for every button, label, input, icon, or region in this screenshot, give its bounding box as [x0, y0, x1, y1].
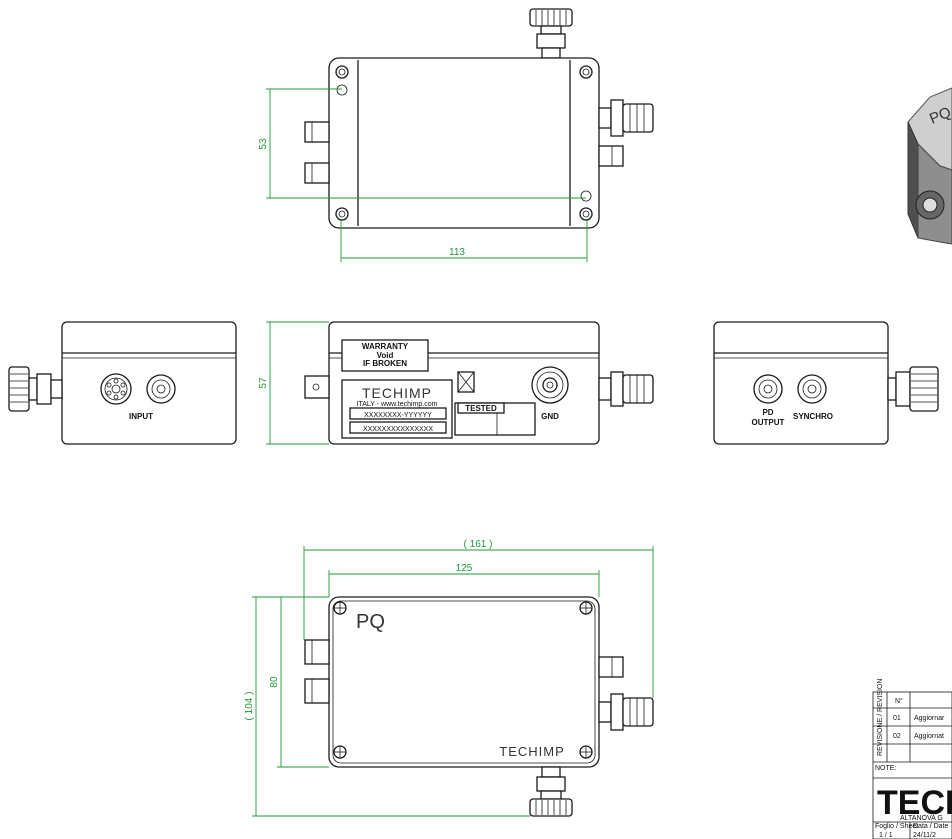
tb-row2-desc: Aggiornat: [914, 733, 944, 740]
dim-bottom-overall-height: ( 104 ): [244, 692, 255, 721]
pd-output-bnc-connector: [753, 374, 783, 404]
bottom-view: PQ TECHIMP: [244, 539, 654, 817]
warranty-line2: Void: [377, 351, 394, 360]
tb-row1-desc: Aggiornar: [914, 715, 945, 722]
tb-date-label: Data / Date: [913, 823, 949, 830]
dim-bottom-overall: ( 161 ): [464, 539, 493, 550]
top-view-right-connectors: [598, 99, 654, 167]
bottom-view-dimensions: [252, 546, 654, 817]
tb-logo-sub: ALTANOVA G: [900, 815, 943, 822]
dim-front-height: 57: [258, 377, 269, 389]
tb-row2-n: 02: [893, 733, 901, 740]
serial-line1: XXXXXXXX-YYYYYY: [364, 412, 432, 419]
tested-label: TESTED: [465, 404, 497, 413]
top-view-connector-knob: [529, 8, 573, 59]
right-side-view: PD OUTPUT SYNCHRO: [713, 321, 939, 445]
tb-rev-header: N°: [895, 697, 903, 705]
gnd-connector: [531, 366, 569, 404]
warranty-line1: WARRANTY: [362, 342, 409, 351]
bottom-brand: TECHIMP: [499, 744, 565, 759]
dim-bottom-width: 125: [456, 563, 473, 574]
top-view-dimensions: [266, 88, 588, 262]
tb-revision-side: REVISIONE / REVISION: [877, 679, 884, 756]
iso-model-label: PQ: [927, 104, 952, 128]
tb-row1-n: 01: [893, 715, 901, 722]
tb-note: NOTE:: [875, 765, 896, 772]
title-block: REVISIONE / REVISION N° 01 Aggiornar 02 …: [872, 679, 952, 839]
bottom-model-label: PQ: [356, 611, 385, 633]
input-multipin-connector: [100, 373, 132, 405]
tb-date-value: 24/11/2: [913, 832, 936, 839]
pd-output-label-1: PD: [762, 408, 773, 417]
top-view: 113 53: [258, 8, 654, 262]
input-label: INPUT: [129, 412, 153, 421]
serial-line2: XXXXXXXXXXXXXXX: [363, 426, 433, 433]
dim-top-width: 113: [449, 247, 465, 258]
tb-sheet-label: Foglio / Sheet: [875, 823, 918, 830]
gnd-label: GND: [541, 412, 559, 421]
front-brand: TECHIMP: [362, 385, 432, 401]
front-brand-sub: ITALY - www.techimp.com: [357, 401, 438, 408]
front-view: WARRANTY Void IF BROKEN TECHIMP ITALY - …: [258, 321, 654, 445]
input-bnc-connector: [146, 374, 176, 404]
weee-bin-icon: [457, 371, 475, 393]
isometric-view: PQ: [907, 87, 952, 245]
dim-bottom-height: 80: [269, 676, 280, 688]
dim-top-height: 53: [258, 138, 269, 150]
tb-sheet-value: 1 / 1: [879, 832, 893, 839]
top-view-left-connectors: [304, 121, 330, 184]
tb-logo: TECH: [877, 784, 952, 822]
warranty-line3: IF BROKEN: [363, 359, 407, 368]
left-side-view: INPUT: [8, 321, 237, 445]
synchro-bnc-connector: [797, 374, 827, 404]
pd-output-label-2: OUTPUT: [752, 418, 785, 427]
synchro-label: SYNCHRO: [793, 412, 833, 421]
